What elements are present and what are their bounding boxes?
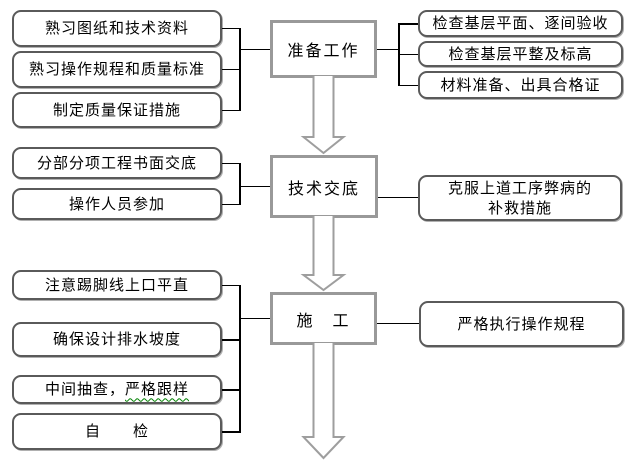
output-box: 检查基层平整及标高 (418, 41, 623, 67)
input-box: 注意踢脚线上口平直 (12, 270, 222, 300)
output-box-line1: 克服上道工序弊病的 (447, 178, 592, 197)
connector-line (222, 339, 239, 341)
connector-line (377, 322, 419, 324)
connector-line (222, 109, 239, 111)
connector-line (399, 53, 418, 55)
connector-line (240, 317, 270, 319)
connector-line (399, 23, 418, 25)
connector-line (222, 431, 239, 433)
input-box: 分部分项工程书面交底 (12, 147, 222, 179)
down-arrow-icon (301, 343, 346, 460)
connector-line (222, 27, 239, 29)
connector-line (222, 389, 239, 391)
connector-line (239, 284, 241, 433)
output-box: 检查基层平面、逐间验收 (418, 10, 623, 37)
stage-box-construction: 施 工 (270, 292, 377, 345)
input-box: 熟习图纸和技术资料 (12, 10, 222, 47)
connector-line (239, 27, 241, 111)
output-box: 严格执行操作规程 (419, 301, 624, 347)
output-box: 材料准备、出具合格证 (418, 71, 623, 99)
input-box: 操作人员参加 (12, 188, 222, 220)
spellchecked-text: 严格跟样 (125, 380, 190, 399)
connector-line (239, 162, 241, 205)
connector-line (378, 196, 418, 198)
input-box: 确保设计排水坡度 (12, 322, 222, 357)
stage-box-preparation: 准备工作 (270, 20, 377, 78)
connector-line (240, 48, 270, 50)
connector-line (240, 185, 270, 187)
connector-line (222, 284, 239, 286)
output-box: 克服上道工序弊病的 补救措施 (418, 175, 622, 221)
connector-line (377, 48, 398, 50)
connector-line (399, 84, 418, 86)
input-box-text: 中间抽查， (44, 380, 125, 399)
input-box: 中间抽查，严格跟样 (12, 375, 222, 404)
connector-line (222, 162, 239, 164)
connector-line (222, 203, 239, 205)
output-box-line2: 补救措施 (487, 199, 552, 217)
connector-line (398, 23, 400, 86)
stage-box-technical-disclosure: 技术交底 (270, 155, 378, 218)
connector-line (222, 68, 239, 70)
input-box: 熟习操作规程和质量标准 (12, 51, 222, 88)
input-box: 自 检 (12, 413, 222, 450)
down-arrow-icon (300, 76, 347, 155)
down-arrow-icon (300, 216, 347, 292)
input-box: 制定质量保证措施 (12, 92, 222, 128)
